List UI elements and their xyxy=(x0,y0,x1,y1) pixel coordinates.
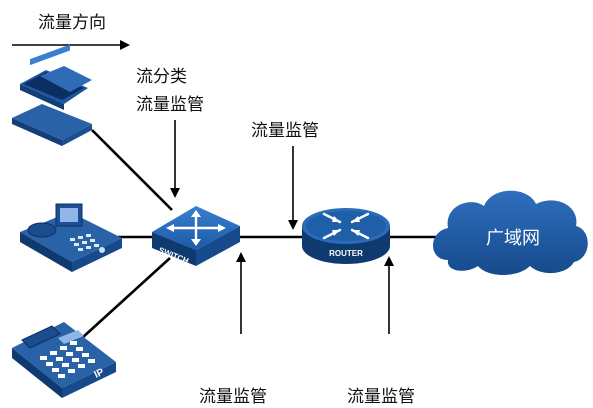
wan-label: 广域网 xyxy=(486,228,540,249)
link-pc-switch xyxy=(91,129,173,211)
router-icon: ROUTER xyxy=(302,208,390,264)
router-label: ROUTER xyxy=(329,249,363,258)
switch-icon: SWITCH xyxy=(152,206,240,266)
ip-phone-label: IP xyxy=(93,367,107,381)
switch-policing-label: 流量监管 xyxy=(136,95,204,115)
switch-classification-label: 流分类 xyxy=(136,67,187,87)
wan-cloud-icon: 广域网 xyxy=(433,190,588,275)
video-phone-icon xyxy=(20,203,122,272)
switch-outbound-policing-label: 流量监管 xyxy=(199,387,267,407)
router-inbound-policing-label: 流量监管 xyxy=(251,121,319,141)
flow-direction-label: 流量方向 xyxy=(38,13,106,33)
router-outbound-policing-label: 流量监管 xyxy=(347,387,415,407)
link-ipphone-switch xyxy=(81,257,171,339)
ip-phone-icon: IP xyxy=(12,322,116,398)
computer-icon xyxy=(12,44,92,146)
